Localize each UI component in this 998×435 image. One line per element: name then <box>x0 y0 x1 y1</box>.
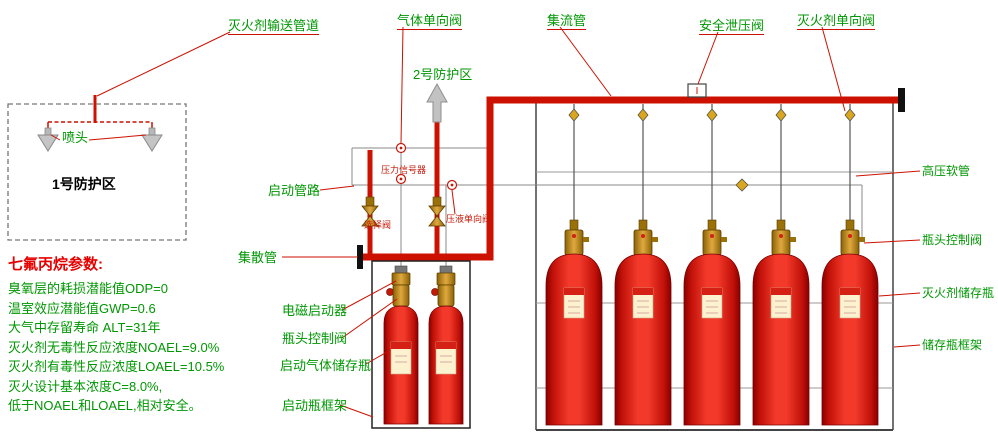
label-zone1: 1号防护区 <box>52 176 116 192</box>
label-relief-valve: 安全泄压阀 <box>699 18 765 35</box>
label-nozzle: 喷头 <box>62 130 89 145</box>
params-title: 七氟丙烷参数: <box>8 256 103 273</box>
label-delivery-pipe: 灭火剂输送管道 <box>228 18 320 35</box>
params-block: 臭氧层的耗损潜能值ODP=0 温室效应潜能值GWP=0.6 大气中存留寿命 AL… <box>8 279 224 416</box>
agent-cylinder-2 <box>614 103 672 426</box>
label-start-frame: 启动瓶框架 <box>282 398 348 413</box>
param-line-gwp: 温室效应潜能值GWP=0.6 <box>8 300 156 316</box>
manifold-end-cap <box>898 88 905 112</box>
agent-cylinder-1 <box>545 103 603 426</box>
label-head-valve-right: 瓶头控制阀 <box>922 233 983 247</box>
zone1-boundary <box>7 103 187 241</box>
label-dispatch-pipe: 集散管 <box>238 250 278 265</box>
selector-valve-zone1 <box>361 196 379 227</box>
agent-cylinder-3 <box>683 103 741 426</box>
label-pressure-signal: 压力信号器 <box>381 165 427 175</box>
label-agent-check-valve: 灭火剂单向阀 <box>797 13 876 30</box>
gas-check-valve-symbol <box>395 142 407 154</box>
label-head-valve-start: 瓶头控制阀 <box>282 331 348 346</box>
pressure-signal-symbol <box>395 173 407 185</box>
agent-cylinder-5 <box>821 103 879 426</box>
dispatch-end-cap <box>357 245 363 269</box>
start-gas-bottle-1 <box>383 265 419 425</box>
param-line-safe: 低于NOAEL和LOAEL,相对安全。 <box>8 398 202 413</box>
label-solenoid: 电磁启动器 <box>282 303 348 318</box>
label-manifold: 集流管 <box>547 13 587 30</box>
param-line-odp: 臭氧层的耗损潜能值ODP=0 <box>8 281 168 296</box>
param-line-noael: 灭火剂无毒性反应浓度NOAEL=9.0% <box>8 339 220 355</box>
pilot-line-check-valve-symbol <box>735 178 749 192</box>
label-gas-check-valve: 气体单向阀 <box>397 13 463 30</box>
leader-lines <box>50 26 921 418</box>
label-start-gas-bottle: 启动气体储存瓶 <box>280 358 372 373</box>
zone2-arrow-icon <box>426 82 448 123</box>
nozzle-right <box>141 127 163 152</box>
safety-relief-valve-symbol <box>687 83 707 98</box>
start-bottle-frame <box>371 260 471 429</box>
label-liquid-check-valve: 压液单向阀 <box>446 214 492 224</box>
selector-valve-zone2 <box>428 196 446 227</box>
label-storage-frame: 储存瓶框架 <box>922 338 983 352</box>
agent-cylinder-4 <box>752 103 810 426</box>
label-start-pipeline: 启动管路 <box>268 183 321 198</box>
nozzle-left <box>37 127 59 152</box>
param-line-loael: 灭火剂有毒性反应浓度LOAEL=10.5% <box>8 359 225 374</box>
param-line-c: 灭火设计基本浓度C=8.0%, <box>8 378 163 394</box>
pressure-liquid-check-valve-symbol <box>446 179 458 191</box>
label-hp-hose: 高压软管 <box>922 164 971 178</box>
start-gas-bottle-2 <box>428 265 464 425</box>
param-line-alt: 大气中存留寿命 ALT=31年 <box>8 320 161 335</box>
label-zone2: 2号防护区 <box>413 67 473 82</box>
label-agent-bottle: 灭火剂储存瓶 <box>922 286 995 300</box>
label-selector-valve: 选择阀 <box>364 220 392 230</box>
